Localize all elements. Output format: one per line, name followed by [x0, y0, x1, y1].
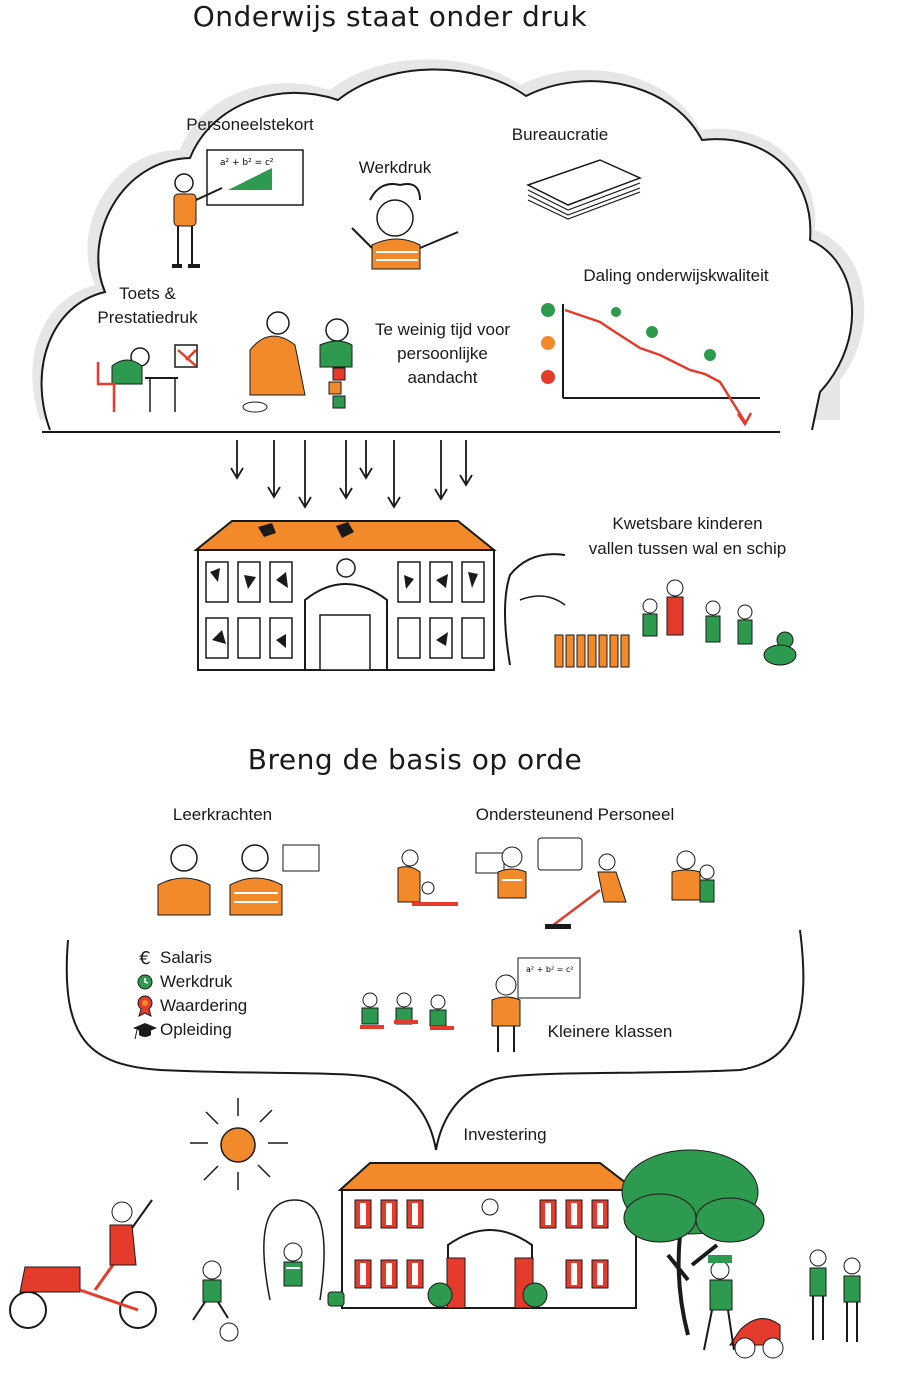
- stressed-teacher-figure: [351, 183, 459, 270]
- label-ondersteunend: Ondersteunend Personeel: [475, 805, 675, 824]
- student-test-figure: [96, 344, 198, 412]
- paper-stack: [526, 159, 642, 220]
- neutral-face-icon: [541, 336, 555, 350]
- label-kleinere-klassen: Kleinere klassen: [547, 1022, 673, 1041]
- legend-label: Salaris: [160, 948, 212, 967]
- section1-title: Onderwijs staat onder druk: [192, 0, 588, 33]
- broken-tree: [504, 553, 566, 666]
- scooter-figure: [703, 1255, 784, 1359]
- euro-icon: €: [139, 947, 151, 969]
- two-kids-figures: [809, 1249, 861, 1342]
- legend-item-waardering: Waardering: [130, 994, 290, 1018]
- speech-bubble: [65, 929, 805, 1151]
- pressure-arrows: [230, 440, 473, 509]
- label-investering: Investering: [463, 1125, 547, 1144]
- green-tree: [621, 1149, 765, 1336]
- legend-item-werkdruk: Werkdruk: [130, 970, 290, 994]
- label-personeelstekort: Personeelstekort: [186, 115, 314, 134]
- label-tijd-line1: Te weinig tijd voor: [374, 320, 511, 339]
- small-class-figures: a² + b² = c²: [360, 957, 581, 1052]
- orange-fence: [554, 634, 630, 668]
- section2-title: Breng de basis op orde: [247, 743, 583, 776]
- jump-rope-kid-figure: [263, 1199, 345, 1307]
- label-werkdruk: Werkdruk: [358, 158, 432, 177]
- label-toets-line2: Prestatiedruk: [97, 308, 198, 327]
- label-tijd-line2: persoonlijke: [397, 344, 488, 363]
- legend-label: Opleiding: [160, 1020, 232, 1039]
- class-board-formula: a² + b² = c²: [526, 965, 574, 974]
- legend-label: Waardering: [160, 996, 248, 1015]
- benefits-legend: € Salaris Werkdruk Waardering Opleiding: [130, 946, 290, 1042]
- sun-icon: [190, 1098, 288, 1190]
- school-restored: [337, 1162, 638, 1309]
- label-kwetsbaar-line1: Kwetsbare kinderen: [612, 514, 763, 533]
- cargo-bike-figure: [9, 1199, 157, 1329]
- teacher-board-figure: a² + b² = c²: [172, 149, 304, 268]
- vulnerable-children: [642, 579, 797, 666]
- adult-child-figure: [242, 311, 353, 413]
- label-bureaucratie: Bureaucratie: [511, 125, 609, 144]
- kid-with-ball-figure: [192, 1260, 239, 1342]
- sad-face-icon: [541, 370, 555, 384]
- label-tijd-line3: aandacht: [407, 368, 478, 387]
- graduation-cap-icon: [130, 1020, 160, 1040]
- board-formula: a² + b² = c²: [220, 158, 274, 168]
- legend-item-salaris: € Salaris: [130, 946, 290, 970]
- label-toets-line1: Toets &: [119, 284, 176, 303]
- happy-face-icon: [541, 303, 555, 317]
- teachers-figures: [157, 844, 320, 916]
- medal-icon: [130, 995, 160, 1017]
- decline-chart: [541, 303, 760, 427]
- label-daling: Daling onderwijskwaliteit: [583, 266, 769, 285]
- legend-label: Werkdruk: [160, 972, 233, 991]
- support-staff-figures: [397, 837, 715, 929]
- legend-item-opleiding: Opleiding: [130, 1018, 290, 1042]
- label-kwetsbaar-line2: vallen tussen wal en schip: [588, 539, 787, 558]
- clock-icon: [130, 974, 160, 990]
- label-leerkrachten: Leerkrachten: [172, 805, 273, 824]
- school-damaged: [193, 520, 497, 671]
